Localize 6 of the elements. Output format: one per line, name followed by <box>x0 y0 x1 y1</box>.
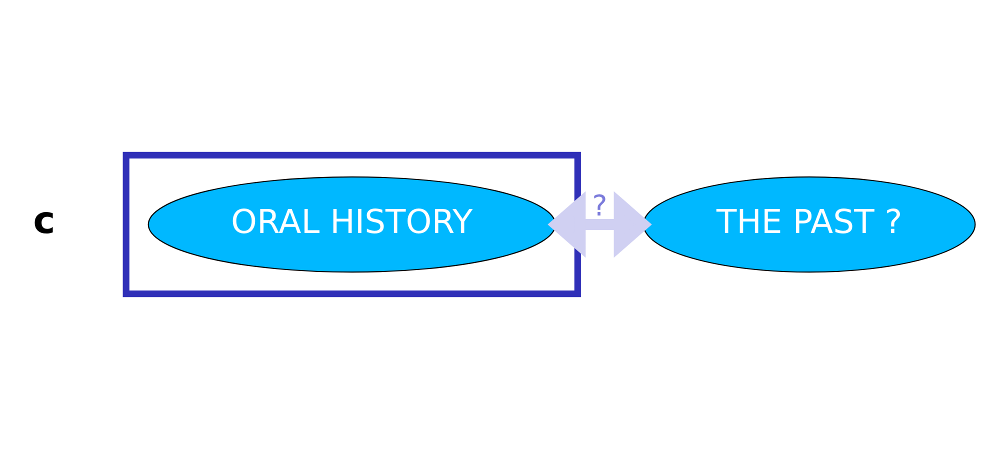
label: c <box>33 198 56 242</box>
edge-label: ? <box>592 188 608 222</box>
cluster <box>122 152 581 298</box>
node-ellipse: THE PAST ? <box>643 176 976 273</box>
node-ellipse: ORAL HISTORY <box>148 176 556 273</box>
arrow <box>548 191 652 258</box>
